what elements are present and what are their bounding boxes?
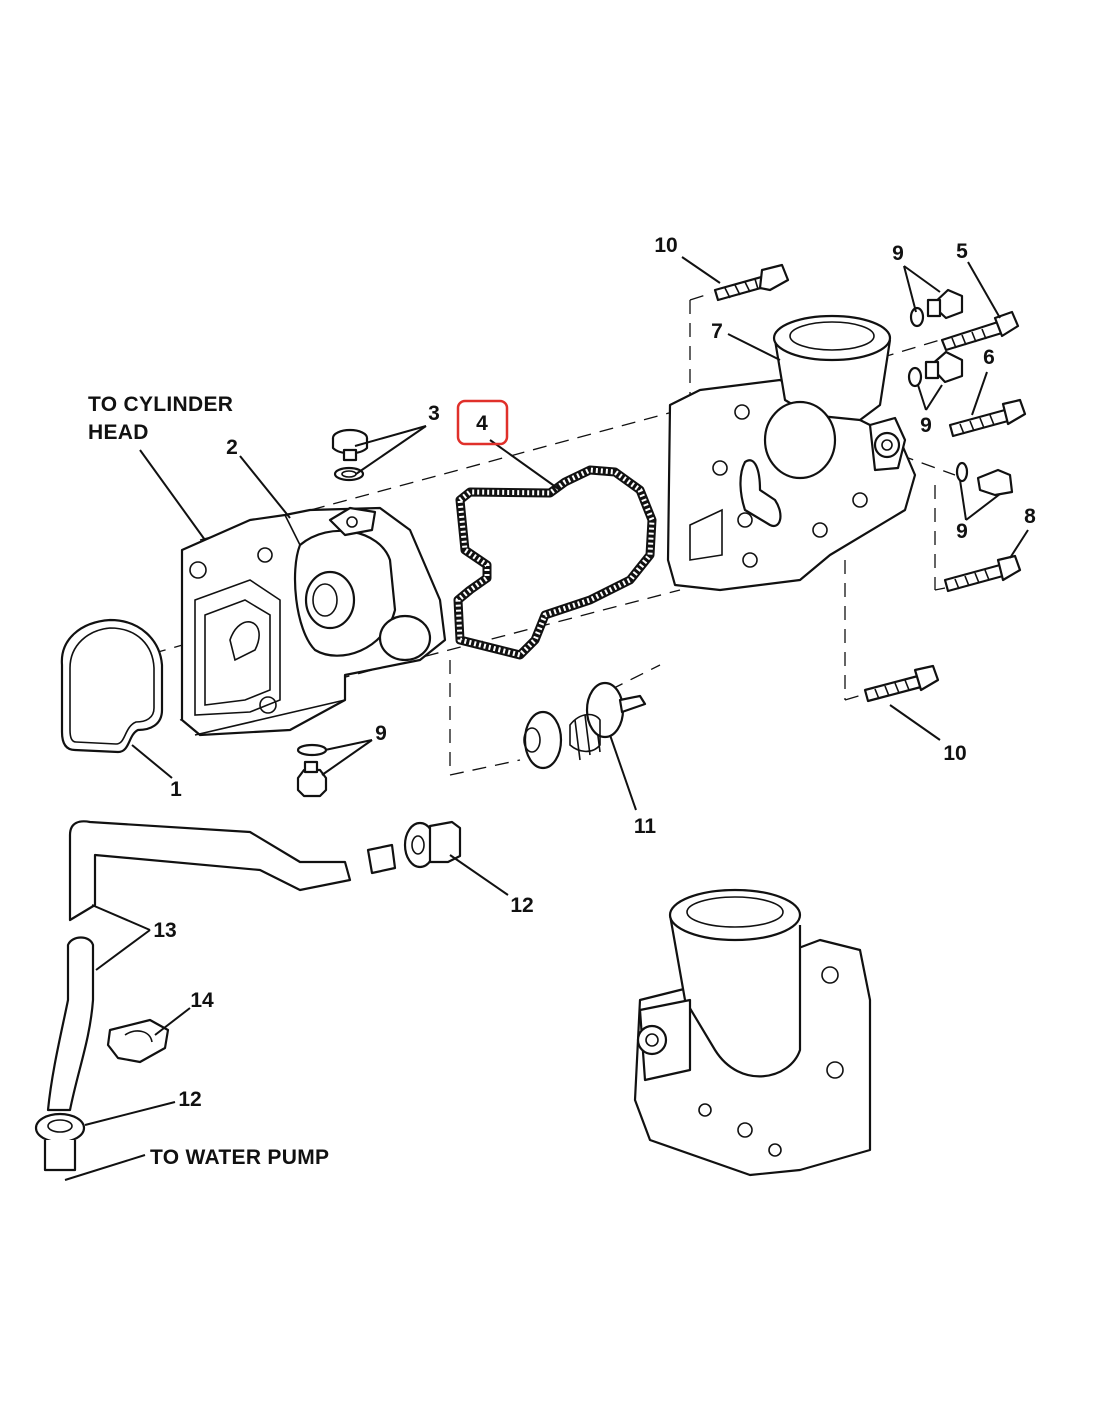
hose-part-13 — [46, 820, 397, 1112]
annotations: TO CYLINDER HEAD TO WATER PUMP — [88, 393, 329, 1169]
callout-2: 2 — [226, 436, 238, 459]
callout-14: 14 — [190, 989, 214, 1012]
annotation-water-pump: TO WATER PUMP — [150, 1146, 329, 1169]
callout-8: 8 — [1024, 505, 1036, 528]
callout-10-upper: 10 — [654, 234, 677, 257]
leader-lines — [64, 256, 1029, 1181]
callout-12-lower: 12 — [178, 1088, 201, 1111]
callout-13: 13 — [153, 919, 176, 942]
callout-9-right: 9 — [956, 520, 968, 543]
bleed-screw-part-3 — [331, 428, 369, 482]
bolt-part-10-lower — [863, 664, 940, 703]
bolt-part-8 — [943, 554, 1022, 593]
callout-7: 7 — [711, 320, 723, 343]
callout-10-lower: 10 — [943, 742, 966, 765]
plug-washer-part-9-middle — [907, 350, 964, 388]
callout-9-upper: 9 — [892, 242, 904, 265]
fitting-part-12-lower — [34, 1112, 86, 1172]
highlight-box — [456, 399, 509, 446]
callout-1: 1 — [170, 778, 182, 801]
annotation-cylinder-head-line1: TO CYLINDER — [88, 393, 233, 416]
clamp-part-14 — [106, 1018, 170, 1064]
callout-9-middle: 9 — [920, 414, 932, 437]
callout-6: 6 — [983, 346, 995, 369]
callout-4: 4 — [476, 412, 488, 435]
outlet-housing-part-7 — [666, 314, 917, 592]
callout-5: 5 — [956, 240, 968, 263]
bolt-part-10-upper — [713, 263, 790, 302]
plug-washer-part-9-right — [955, 461, 1014, 497]
callout-9-lower: 9 — [375, 722, 387, 745]
fitting-part-12-upper — [403, 820, 462, 869]
callout-12-upper: 12 — [510, 894, 533, 917]
plug-washer-part-9-upper — [909, 288, 964, 328]
callout-3: 3 — [428, 402, 440, 425]
outlet-housing-inset — [633, 888, 872, 1177]
callout-labels: 1 2 3 4 5 6 7 8 9 9 9 9 10 10 11 12 12 1… — [153, 234, 1036, 1111]
gasket-part-4 — [453, 465, 657, 660]
bolt-part-6 — [948, 398, 1027, 438]
callout-11: 11 — [634, 815, 657, 838]
thermostat-part-11 — [523, 681, 647, 770]
plug-washer-part-9-lower — [296, 743, 328, 798]
thermostat-housing-part-2 — [180, 506, 447, 737]
gasket-ring-part-1 — [60, 618, 164, 754]
annotation-cylinder-head-line2: HEAD — [88, 421, 149, 444]
bolt-part-5 — [940, 310, 1020, 352]
